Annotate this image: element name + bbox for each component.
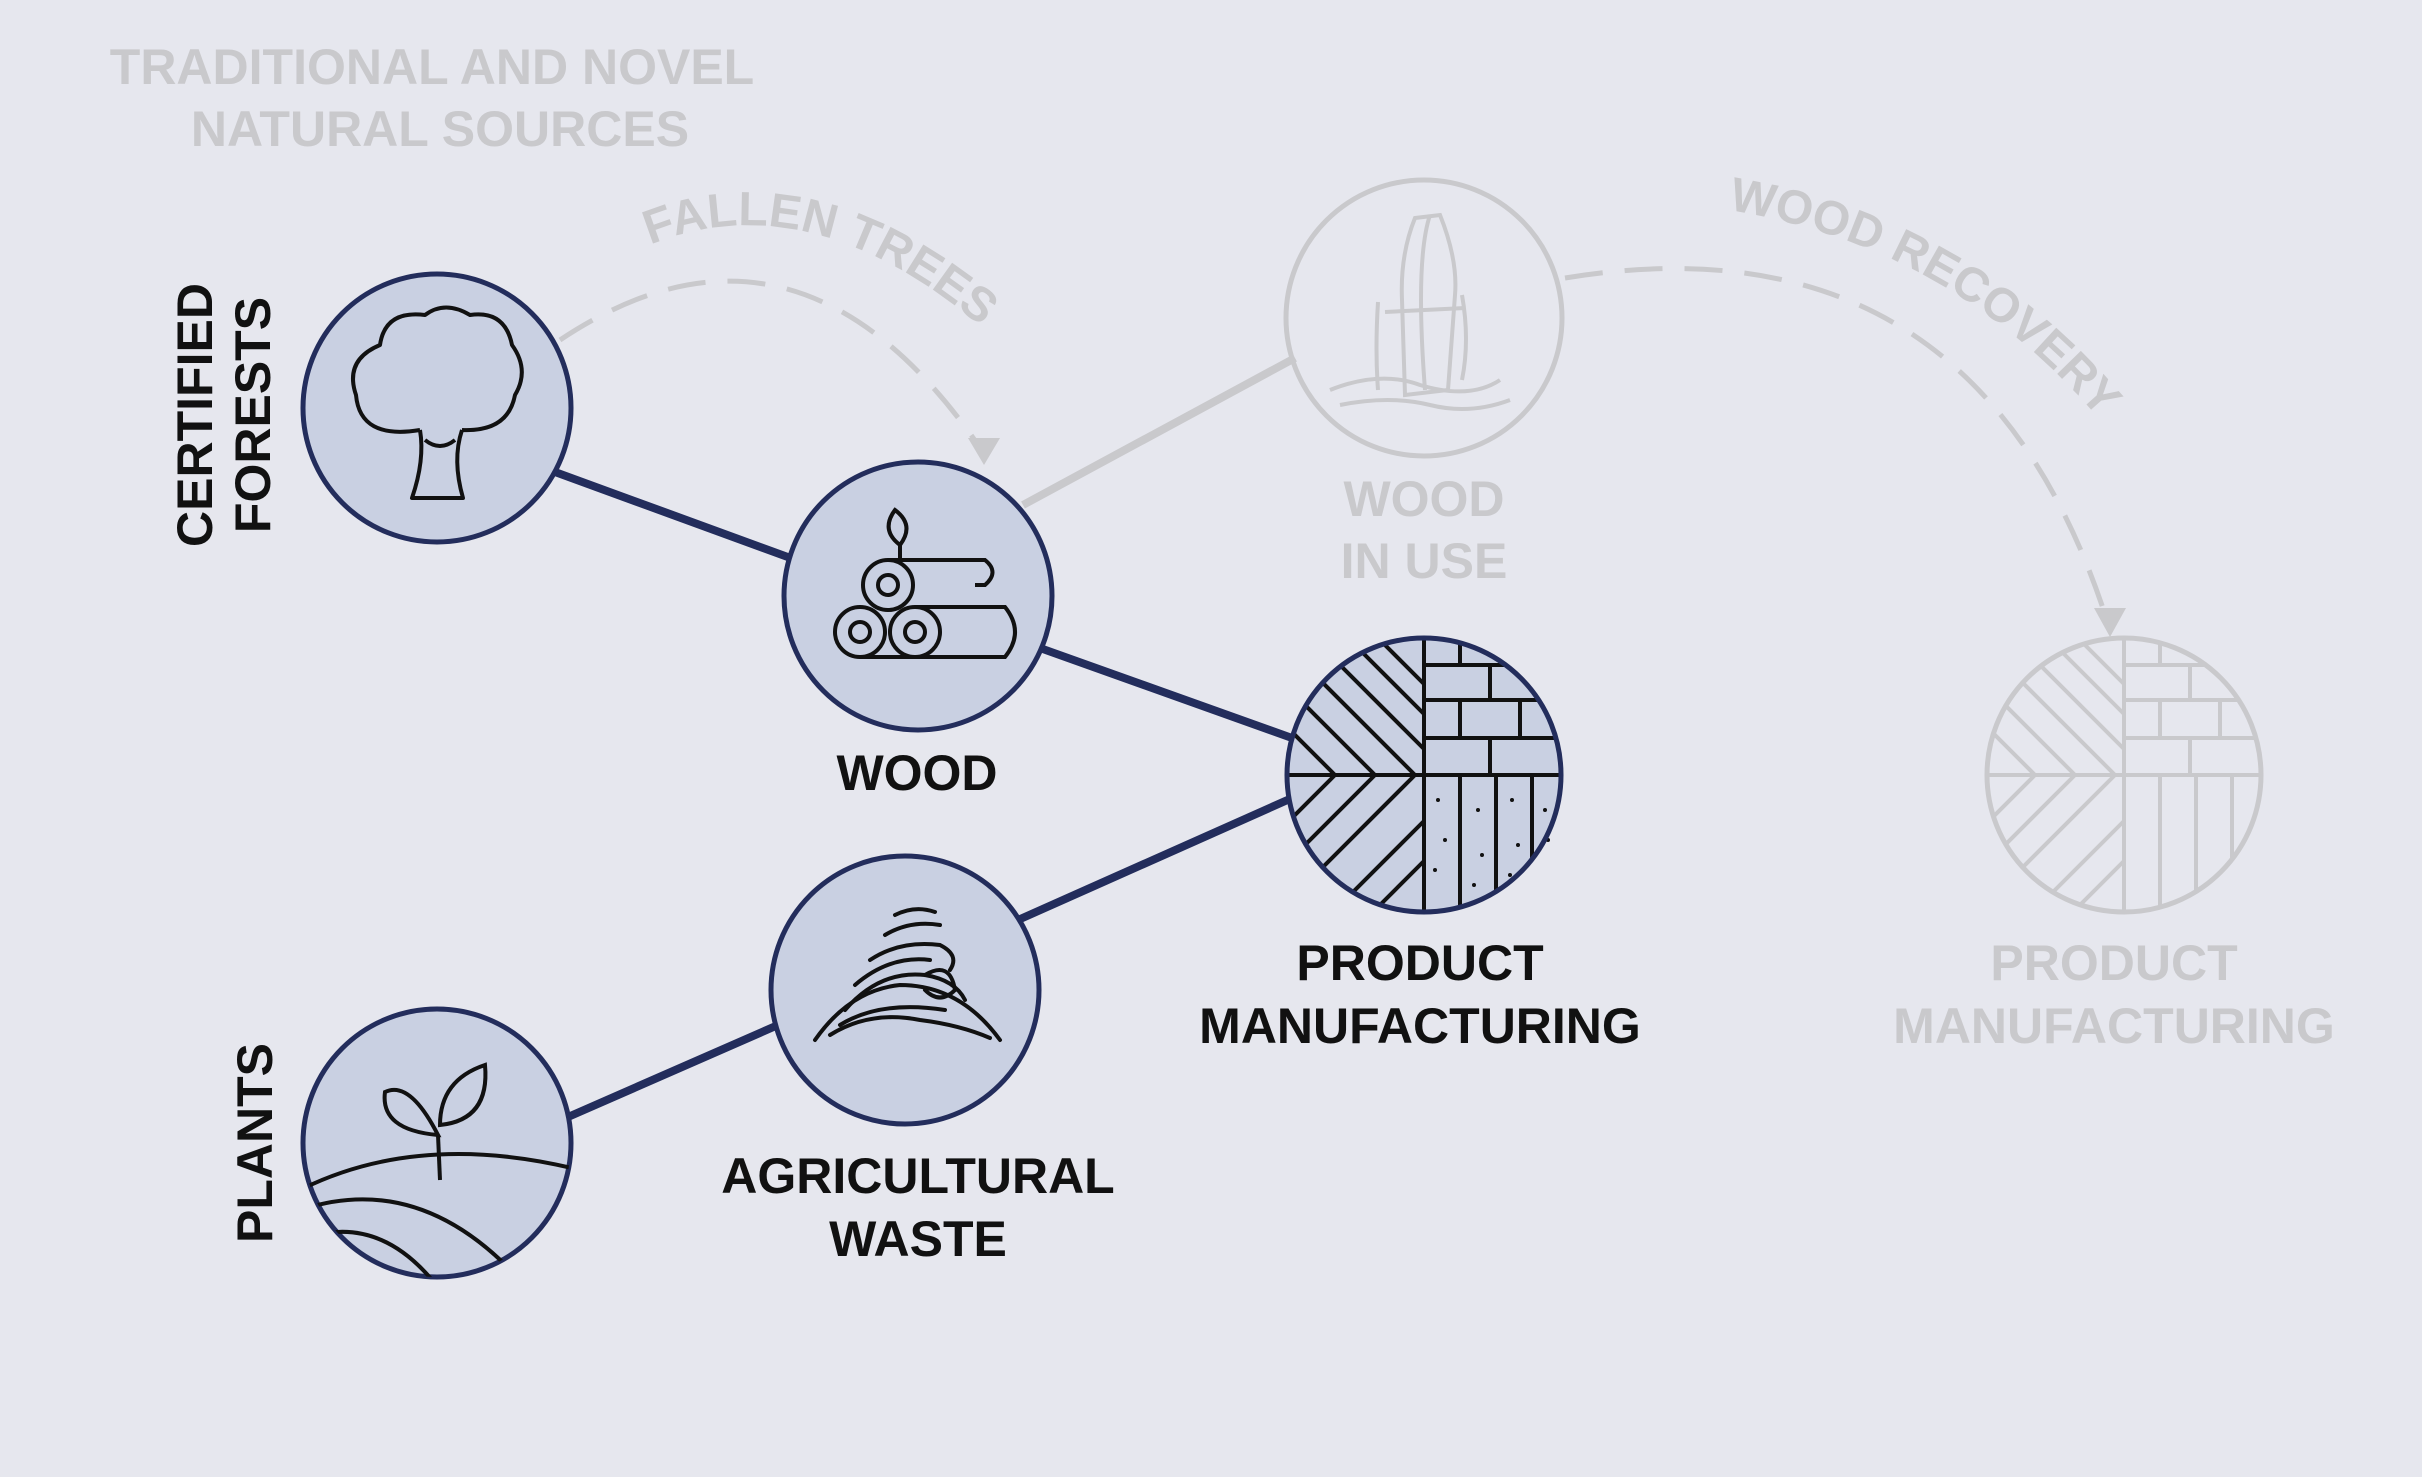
product-manufacturing-recovered-label-line-2: MANUFACTURING (1893, 998, 2335, 1054)
plants-to-waste-connector (566, 1021, 780, 1121)
agricultural-waste-label-line-2: WASTE (829, 1211, 1007, 1267)
wood-recovery-label-path: WOOD RECOVERY (1726, 168, 2131, 426)
wood-circle (781, 459, 1055, 733)
wood-in-use-node[interactable] (1283, 177, 1565, 459)
header-line-2: NATURAL SOURCES (191, 101, 689, 157)
fallen-trees-dashed-arrow (558, 278, 988, 457)
agricultural-waste-circle (768, 853, 1042, 1127)
wood-in-use-circle (1283, 177, 1565, 459)
plant-field-icon (303, 1062, 571, 1277)
speckle-texture (1433, 798, 1550, 887)
certified-forests-label-line-2: FORESTS (225, 297, 281, 533)
wood-in-use-label-line-1: WOOD (1343, 471, 1504, 527)
forests-to-wood-connector (553, 468, 798, 564)
product-manufacturing-circle-outline (1284, 635, 1564, 915)
header-line-1: TRADITIONAL AND NOVEL (110, 39, 754, 95)
agricultural-waste-label-line-1: AGRICULTURAL (721, 1148, 1114, 1204)
wood-in-use-label-line-2: IN USE (1341, 533, 1508, 589)
agricultural-waste-node[interactable] (768, 853, 1042, 1127)
product-manufacturing-node[interactable] (1280, 630, 1565, 915)
certified-forests-label-line-1: CERTIFIED (167, 283, 223, 547)
product-manufacturing-recovered-node[interactable] (1980, 630, 2265, 915)
plants-node[interactable] (300, 1006, 580, 1290)
logs-icon (833, 507, 1017, 659)
wood-node[interactable] (781, 459, 1055, 733)
wood-in-use-icon (1329, 212, 1511, 411)
wood-recovery-label: WOOD RECOVERY (1726, 168, 2131, 426)
tree-icon (351, 305, 524, 500)
certified-forests-circle (300, 271, 574, 545)
inactive-flows (558, 266, 2126, 637)
plants-label: PLANTS (227, 1043, 283, 1243)
straw-pile-icon (813, 907, 1002, 1042)
wood-recovery-dashed-arrow (1564, 266, 2113, 631)
waste-to-manufacturing-connector (1016, 794, 1294, 924)
active-connectors (553, 468, 1294, 1121)
fallen-trees-label-path: FALLEN TREES (636, 183, 1008, 335)
product-manufacturing-recovered-label-line-1: PRODUCT (1990, 935, 2237, 991)
wood-to-wood-in-use-connector (1021, 354, 1297, 509)
product-manufacturing-label-line-2: MANUFACTURING (1199, 998, 1641, 1054)
fallen-trees-label: FALLEN TREES (636, 183, 1008, 335)
certified-forests-node[interactable] (300, 271, 574, 545)
product-manufacturing-label-line-1: PRODUCT (1296, 935, 1543, 991)
wood-label: WOOD (836, 745, 997, 801)
fallen-trees-arrowhead-icon (968, 438, 1000, 465)
wood-to-manufacturing-connector (1038, 644, 1294, 742)
product-manufacturing-recovered-circle (1984, 635, 2264, 915)
wood-recovery-arrowhead-icon (2094, 608, 2126, 637)
